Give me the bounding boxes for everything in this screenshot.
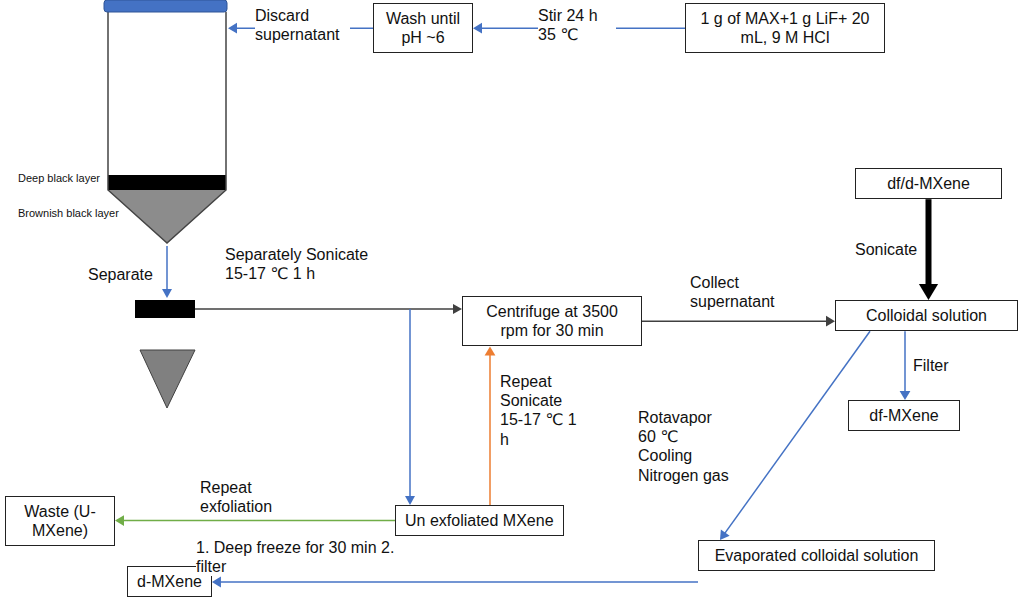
box-text: df-MXene	[858, 406, 950, 425]
box-text: 1 g of MAX+1 g LiF+ 20 mL, 9 M HCl	[695, 9, 875, 47]
box-text: Un exfoliated MXene	[405, 511, 554, 530]
flow-arrow	[642, 316, 835, 327]
flow-arrow	[485, 346, 496, 505]
process-box: Colloidal solution	[835, 300, 1018, 331]
flow-line	[904, 331, 906, 393]
process-box: Waste (U-MXene)	[5, 496, 115, 546]
box-text: Centrifuge at 3500 rpm for 30 min	[472, 302, 632, 340]
process-box: 1 g of MAX+1 g LiF+ 20 mL, 9 M HCl	[685, 3, 885, 53]
process-box: Un exfoliated MXene	[395, 505, 564, 536]
arrow-head	[228, 23, 237, 34]
deep-black-layer-piece	[135, 300, 195, 318]
arrow-head	[115, 515, 124, 526]
edge-label: Discard supernatant	[255, 6, 350, 44]
arrow-head	[405, 496, 415, 505]
edge-label: Repeat exfoliation	[200, 478, 300, 516]
flow-arrow	[900, 331, 911, 400]
arrow-head	[162, 289, 172, 298]
edge-label: Sonicate	[855, 240, 917, 259]
arrow-head	[473, 23, 482, 34]
arrow-head	[485, 346, 496, 355]
flow-arrow	[919, 199, 938, 300]
process-box: Evaporated colloidal solution	[698, 540, 935, 571]
arrow-head	[212, 577, 221, 588]
box-text: Evaporated colloidal solution	[708, 546, 925, 565]
process-box: Centrifuge at 3500 rpm for 30 min	[462, 296, 642, 346]
process-box: df-MXene	[848, 400, 960, 431]
edge-label: Rotavapor 60 ℃ Cooling Nitrogen gas	[638, 408, 730, 485]
process-box: Wash until pH ~6	[373, 3, 473, 53]
box-text: Wash until pH ~6	[383, 9, 463, 47]
flow-arrow	[115, 515, 395, 526]
edge-label: Filter	[913, 356, 949, 375]
centrifuge-tube: Deep black layerBrownish black layer	[14, 0, 228, 246]
flow-line	[219, 581, 698, 583]
arrow-head	[453, 304, 462, 314]
unexfoliated-arrow	[409, 309, 411, 496]
flow-arrow	[720, 331, 870, 540]
arrow-head	[900, 391, 911, 400]
flow-line	[489, 354, 491, 505]
flow-line	[724, 331, 870, 534]
flow-line	[926, 199, 932, 287]
box-text: df/d-MXene	[865, 174, 992, 193]
edge-label: Stir 24 h 35 ℃	[538, 6, 616, 44]
sonicate-line	[195, 308, 453, 310]
step-label: Separately Sonicate 15-17 ℃ 1 h	[225, 245, 375, 283]
box-text: Colloidal solution	[845, 306, 1008, 325]
edge-label: Collect supernatant	[690, 273, 790, 311]
arrow-head	[720, 530, 730, 540]
process-box: df/d-MXene	[855, 168, 1002, 199]
flow-arrow	[212, 577, 698, 588]
arrow-head	[826, 316, 835, 327]
brownish-layer-piece	[140, 350, 195, 408]
separate-arrow	[166, 246, 168, 289]
flow-line	[122, 520, 395, 522]
flow-line	[642, 320, 828, 322]
edge-label: 1. Deep freeze for 30 min 2. filter	[196, 538, 395, 576]
edge-label: Repeat Sonicate 15-17 ℃ 1 h	[500, 372, 580, 449]
layer-label: Brownish black layer	[18, 207, 119, 220]
box-text: Waste (U-MXene)	[15, 502, 105, 540]
step-label: Separate	[88, 265, 153, 284]
box-text: d-MXene	[137, 572, 202, 591]
arrow-head	[919, 284, 938, 300]
layer-label: Deep black layer	[18, 172, 100, 185]
